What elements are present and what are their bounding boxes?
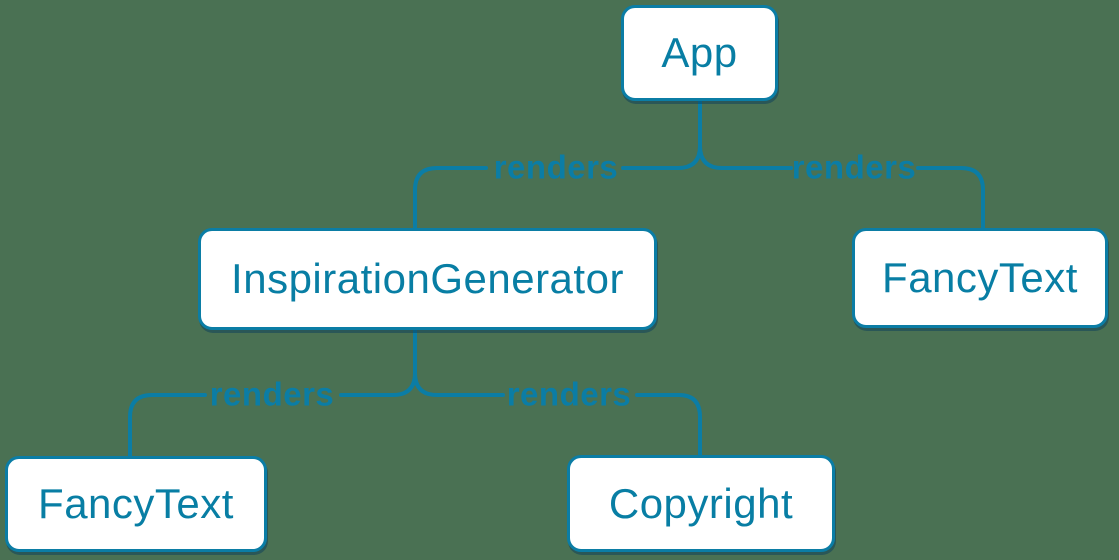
- edge-label-app-to-fancytext: renders: [791, 148, 917, 186]
- edge-label-inspirationgenerator-to-fancytext: renders: [209, 375, 335, 413]
- connector-inspirationgenerator-children: [128, 328, 702, 458]
- node-fancy-text-top-label: FancyText: [882, 254, 1078, 301]
- node-inspiration-generator-label: InspirationGenerator: [231, 255, 624, 302]
- node-fancy-text-bottom: FancyText: [5, 456, 267, 552]
- edge-label-app-to-inspirationgenerator: renders: [493, 148, 619, 186]
- node-inspiration-generator: InspirationGenerator: [198, 228, 657, 330]
- node-copyright: Copyright: [567, 455, 835, 552]
- node-app: App: [621, 5, 778, 101]
- node-copyright-label: Copyright: [608, 479, 794, 527]
- edge-label-inspirationgenerator-to-copyright: renders: [506, 375, 632, 413]
- node-fancy-text-bottom-label: FancyText: [38, 480, 234, 527]
- node-app-label: App: [661, 29, 738, 76]
- node-fancy-text-top: FancyText: [852, 228, 1108, 328]
- connector-app-children: [413, 99, 985, 230]
